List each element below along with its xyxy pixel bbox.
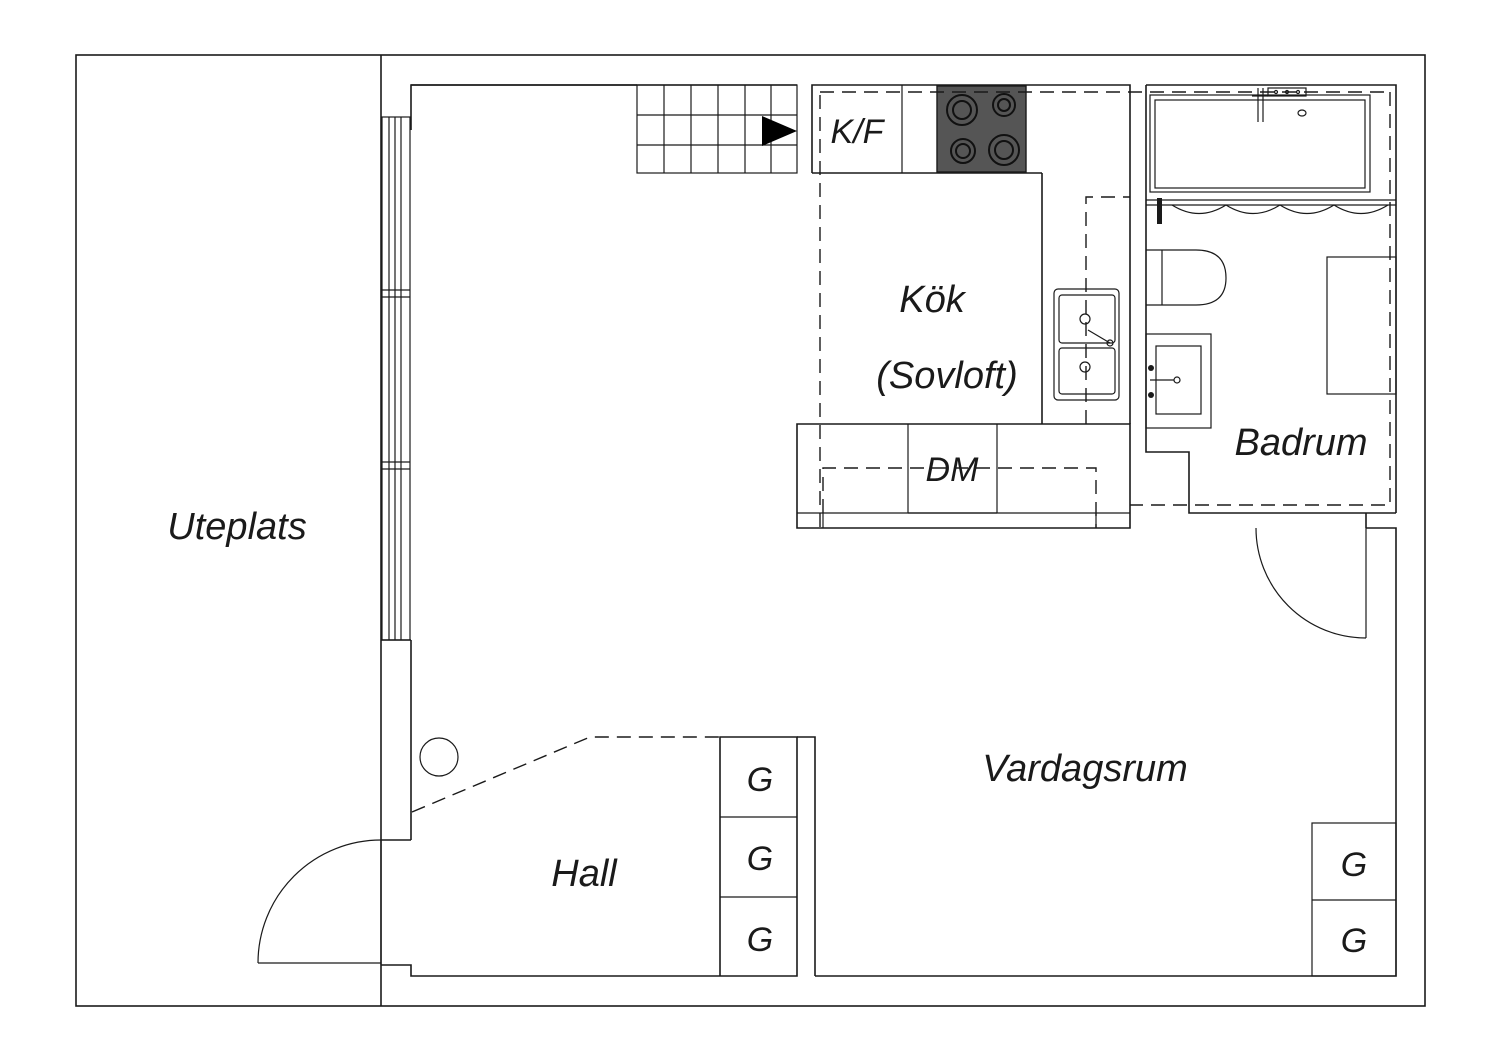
cabinet-label-g: G xyxy=(1341,922,1367,960)
pillar-icon xyxy=(419,737,459,777)
room-label-hall: Hall xyxy=(551,853,618,895)
bathroom-cabinet xyxy=(1326,256,1397,395)
room-label-badrum: Badrum xyxy=(1234,422,1367,464)
room-label-kok: Kök xyxy=(899,279,966,321)
fridge-freezer-label: K/F xyxy=(831,113,886,151)
cabinet-label-g: G xyxy=(747,921,773,959)
room-label-sovloft: (Sovloft) xyxy=(876,355,1017,397)
room-label-uteplats: Uteplats xyxy=(167,506,306,548)
entrance-door xyxy=(257,839,382,965)
interior-walls xyxy=(381,84,1397,977)
room-label-vardagsrum: Vardagsrum xyxy=(982,748,1188,790)
cabinet-label-g: G xyxy=(1341,846,1367,884)
living-room-cabinets xyxy=(1311,822,1397,977)
hall xyxy=(257,736,797,965)
washbasin-icon xyxy=(1145,333,1212,429)
stair-arrow-icon xyxy=(762,116,797,146)
bathtub-icon xyxy=(1149,87,1371,193)
kitchen xyxy=(796,84,1390,529)
staircase xyxy=(636,84,798,174)
bathroom xyxy=(1130,84,1397,639)
cabinet-label-g: G xyxy=(747,840,773,878)
cabinet-label-g: G xyxy=(747,761,773,799)
hob-icon xyxy=(936,85,1027,173)
bathroom-door xyxy=(1255,527,1367,639)
toilet-icon xyxy=(1146,249,1227,306)
shower-curtain-icon xyxy=(1146,198,1396,224)
dishwasher-label: DM xyxy=(926,451,980,489)
window-strip xyxy=(381,116,411,641)
